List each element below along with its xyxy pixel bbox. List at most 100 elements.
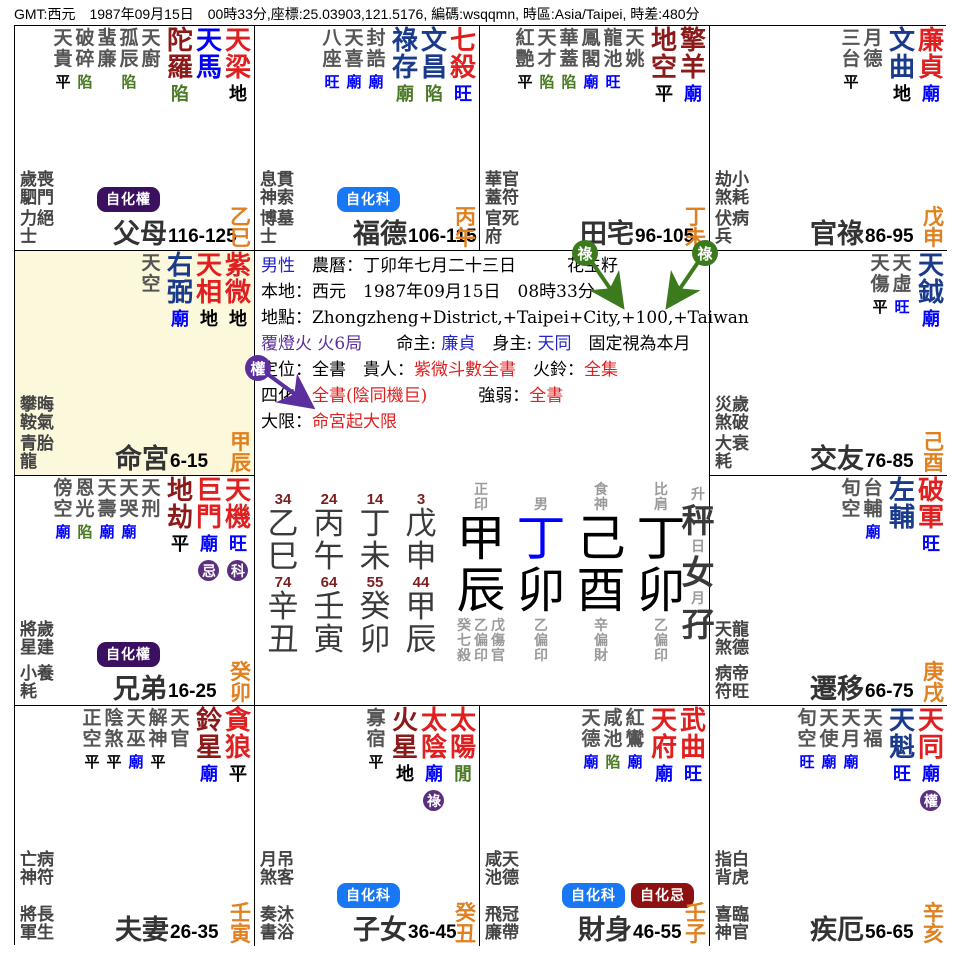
- major-star-brightness: 廟: [683, 84, 702, 105]
- sg-col: 沐浴: [277, 906, 294, 942]
- sg-char: 生: [37, 923, 54, 943]
- minor-deity-column-b: 力士絕: [20, 210, 54, 246]
- quan-marker-left[interactable]: 權: [245, 355, 271, 381]
- info-segment: 命宮起大限: [312, 412, 397, 432]
- palace-name[interactable]: 子女: [353, 915, 407, 946]
- hidden-ten-god: 印: [474, 648, 488, 664]
- self-transform-badge[interactable]: 自化權: [97, 642, 160, 667]
- self-transform-badge[interactable]: 自化科: [562, 883, 625, 908]
- sg-char: 攀: [20, 395, 37, 415]
- sg-char: 廉: [485, 923, 502, 943]
- hua-marker[interactable]: 忌: [198, 560, 220, 581]
- palace-age-range: 56-65: [865, 922, 914, 943]
- palace-name[interactable]: 福德: [353, 219, 407, 250]
- hua-marker[interactable]: 祿: [423, 790, 445, 811]
- info-segment: 紫微斗數全書: [414, 360, 516, 380]
- sg-col: 貫索: [277, 171, 294, 207]
- palace-name[interactable]: 兄弟: [113, 674, 167, 705]
- minor-star-brightness: [104, 72, 109, 92]
- minor-star-char: 天: [344, 27, 364, 49]
- major-star-char: 府: [650, 733, 677, 763]
- self-transform-badge[interactable]: 自化權: [97, 187, 160, 212]
- dayun-zhi: 申: [405, 539, 437, 575]
- sg-char: 衰: [732, 434, 749, 454]
- minor-star-char: 龍: [603, 27, 623, 49]
- info-segment: 大限：: [261, 412, 312, 432]
- info-segment: 四化：: [261, 386, 312, 406]
- palace-name[interactable]: 父母: [113, 219, 167, 250]
- major-star: 鈴星廟: [196, 708, 222, 786]
- dayun-age: 3: [416, 491, 426, 508]
- major-star: 貪狼平: [225, 708, 251, 786]
- hidden-stem-char: 乙: [654, 618, 668, 634]
- minor-star: 破碎陷: [74, 28, 96, 92]
- major-star-char: 羊: [679, 53, 706, 83]
- major-star-char: 弼: [166, 278, 193, 308]
- hua-marker[interactable]: 科: [227, 560, 249, 581]
- minor-star-brightness: 平: [55, 73, 71, 91]
- star-block: 紅艷平天才陷華蓋陷鳳閣廟龍池旺天姚 地空平擎羊廟: [514, 28, 706, 106]
- minor-stars: 八座旺天喜廟封誥廟: [321, 28, 387, 92]
- palace-name[interactable]: 夫妻: [115, 915, 169, 946]
- major-star: 文昌陷: [421, 28, 447, 106]
- major-star-brightness: 平: [170, 534, 189, 555]
- major-star: 地空平: [651, 28, 677, 106]
- palace-name[interactable]: 遷移: [810, 674, 864, 705]
- minor-star: 天巫廟: [125, 708, 147, 772]
- major-star: 武曲旺: [680, 708, 706, 786]
- minor-star-brightness: 陷: [539, 73, 555, 91]
- self-transform-badge[interactable]: 自化忌: [631, 883, 694, 908]
- ganzhi-char: 子: [685, 921, 706, 946]
- self-transform-badge[interactable]: 自化科: [337, 187, 400, 212]
- minor-star-char: 巫: [126, 728, 146, 750]
- minor-star-char: 台: [841, 48, 861, 70]
- hua-marker[interactable]: 權: [920, 790, 942, 811]
- dayun-zhi: 丑: [267, 622, 299, 658]
- minor-star-char: 天: [863, 707, 883, 729]
- sg-col: 病符: [37, 851, 54, 887]
- palace-name[interactable]: 命宮: [115, 444, 169, 475]
- dayun-zhi: 辰: [405, 622, 437, 658]
- lu-marker-right[interactable]: 祿: [692, 240, 718, 266]
- palace-name[interactable]: 疾厄: [810, 915, 864, 946]
- center-info-panel: 男性 農曆：丁卯年七月二十三日 花生籽 本地：西元 1987年09月15日 08…: [255, 251, 749, 706]
- sg-col: 月煞: [260, 851, 277, 887]
- ganzhi-char: 辰: [230, 450, 251, 475]
- palace-ganzhi: 己酉: [923, 431, 944, 473]
- palace-name[interactable]: 交友: [810, 444, 864, 475]
- lu-marker-left[interactable]: 祿: [572, 240, 598, 266]
- dayun-gan: 戊: [405, 506, 437, 542]
- hidden-ten-god: 印: [654, 648, 668, 664]
- sg-char: 駟: [20, 188, 37, 208]
- major-star-brightness: 地: [228, 309, 247, 330]
- major-star-char: 曲: [679, 733, 706, 763]
- palace-ganzhi: 癸丑: [455, 902, 476, 944]
- minor-star-char: 座: [322, 48, 342, 70]
- sg-char: 將: [20, 620, 37, 640]
- palace-name[interactable]: 官祿: [810, 219, 864, 250]
- self-transform-badge[interactable]: 自化科: [337, 883, 400, 908]
- sg-char: 死: [502, 209, 519, 229]
- hidden-stem-char: 癸: [457, 618, 471, 634]
- palace-name[interactable]: 財身: [578, 915, 632, 946]
